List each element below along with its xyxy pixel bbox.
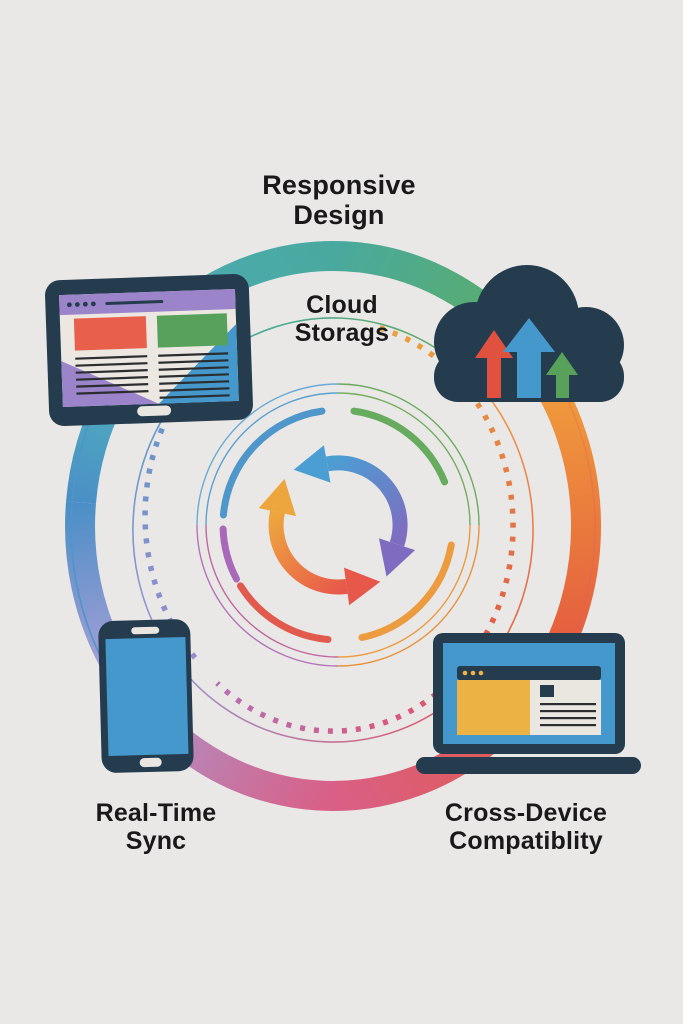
tablet-text-lines-right	[158, 352, 230, 399]
tablet-green-block	[156, 313, 228, 348]
cloud-upload-arrow-green	[546, 352, 578, 398]
laptop-window-orange-panel	[457, 680, 530, 735]
label-line: Cloud	[306, 291, 378, 319]
sync-arrows-icon	[258, 445, 416, 606]
tablet-browser-dots	[66, 301, 96, 308]
label-cross-device-compatibility: Cross-Device Compatiblity	[445, 799, 607, 855]
tablet-home-button	[137, 405, 172, 417]
sync-arrowhead-right	[344, 567, 381, 606]
cloud-upload-icon	[434, 265, 624, 402]
label-cloud-storage: Cloud Storags	[295, 291, 389, 347]
label-responsive-design: Responsive Design	[262, 170, 416, 230]
smartphone-screen	[105, 636, 189, 757]
segmented-ring	[219, 407, 455, 643]
label-line: Responsive	[262, 170, 416, 200]
sync-arrowhead-down	[378, 538, 416, 577]
tablet-red-block	[73, 316, 147, 351]
sync-arrowhead-up	[258, 478, 296, 517]
cloud-upload-arrow-blue	[503, 318, 555, 398]
inner-thin-circles	[196, 383, 480, 667]
label-line: Sync	[125, 827, 187, 855]
laptop-window-text-lines	[540, 703, 596, 727]
laptop-base	[416, 757, 641, 774]
label-real-time-sync: Real-Time Sync	[96, 799, 217, 855]
smartphone-icon	[98, 619, 194, 773]
cloud-upload-arrow-red	[475, 330, 513, 398]
laptop-browser-icon	[416, 633, 641, 774]
label-line: Real-Time	[95, 799, 217, 827]
sync-arrowhead-left	[293, 445, 331, 483]
laptop-window-titlebar	[457, 666, 601, 680]
laptop-window-dots	[462, 670, 484, 676]
tablet-browser-icon	[45, 273, 253, 427]
smartphone-home-button	[139, 757, 162, 768]
laptop-window-thumbnail	[540, 685, 554, 697]
tablet-url-line	[105, 300, 164, 305]
label-line: Storags	[294, 319, 390, 347]
label-line: Cross-Device	[444, 799, 608, 827]
dotted-ring	[142, 325, 516, 734]
smartphone-speaker	[131, 626, 160, 635]
tablet-text-lines-left	[75, 355, 149, 395]
label-line: Design	[293, 200, 385, 231]
laptop-browser-window	[457, 666, 601, 735]
label-line: Compatiblity	[449, 827, 603, 855]
